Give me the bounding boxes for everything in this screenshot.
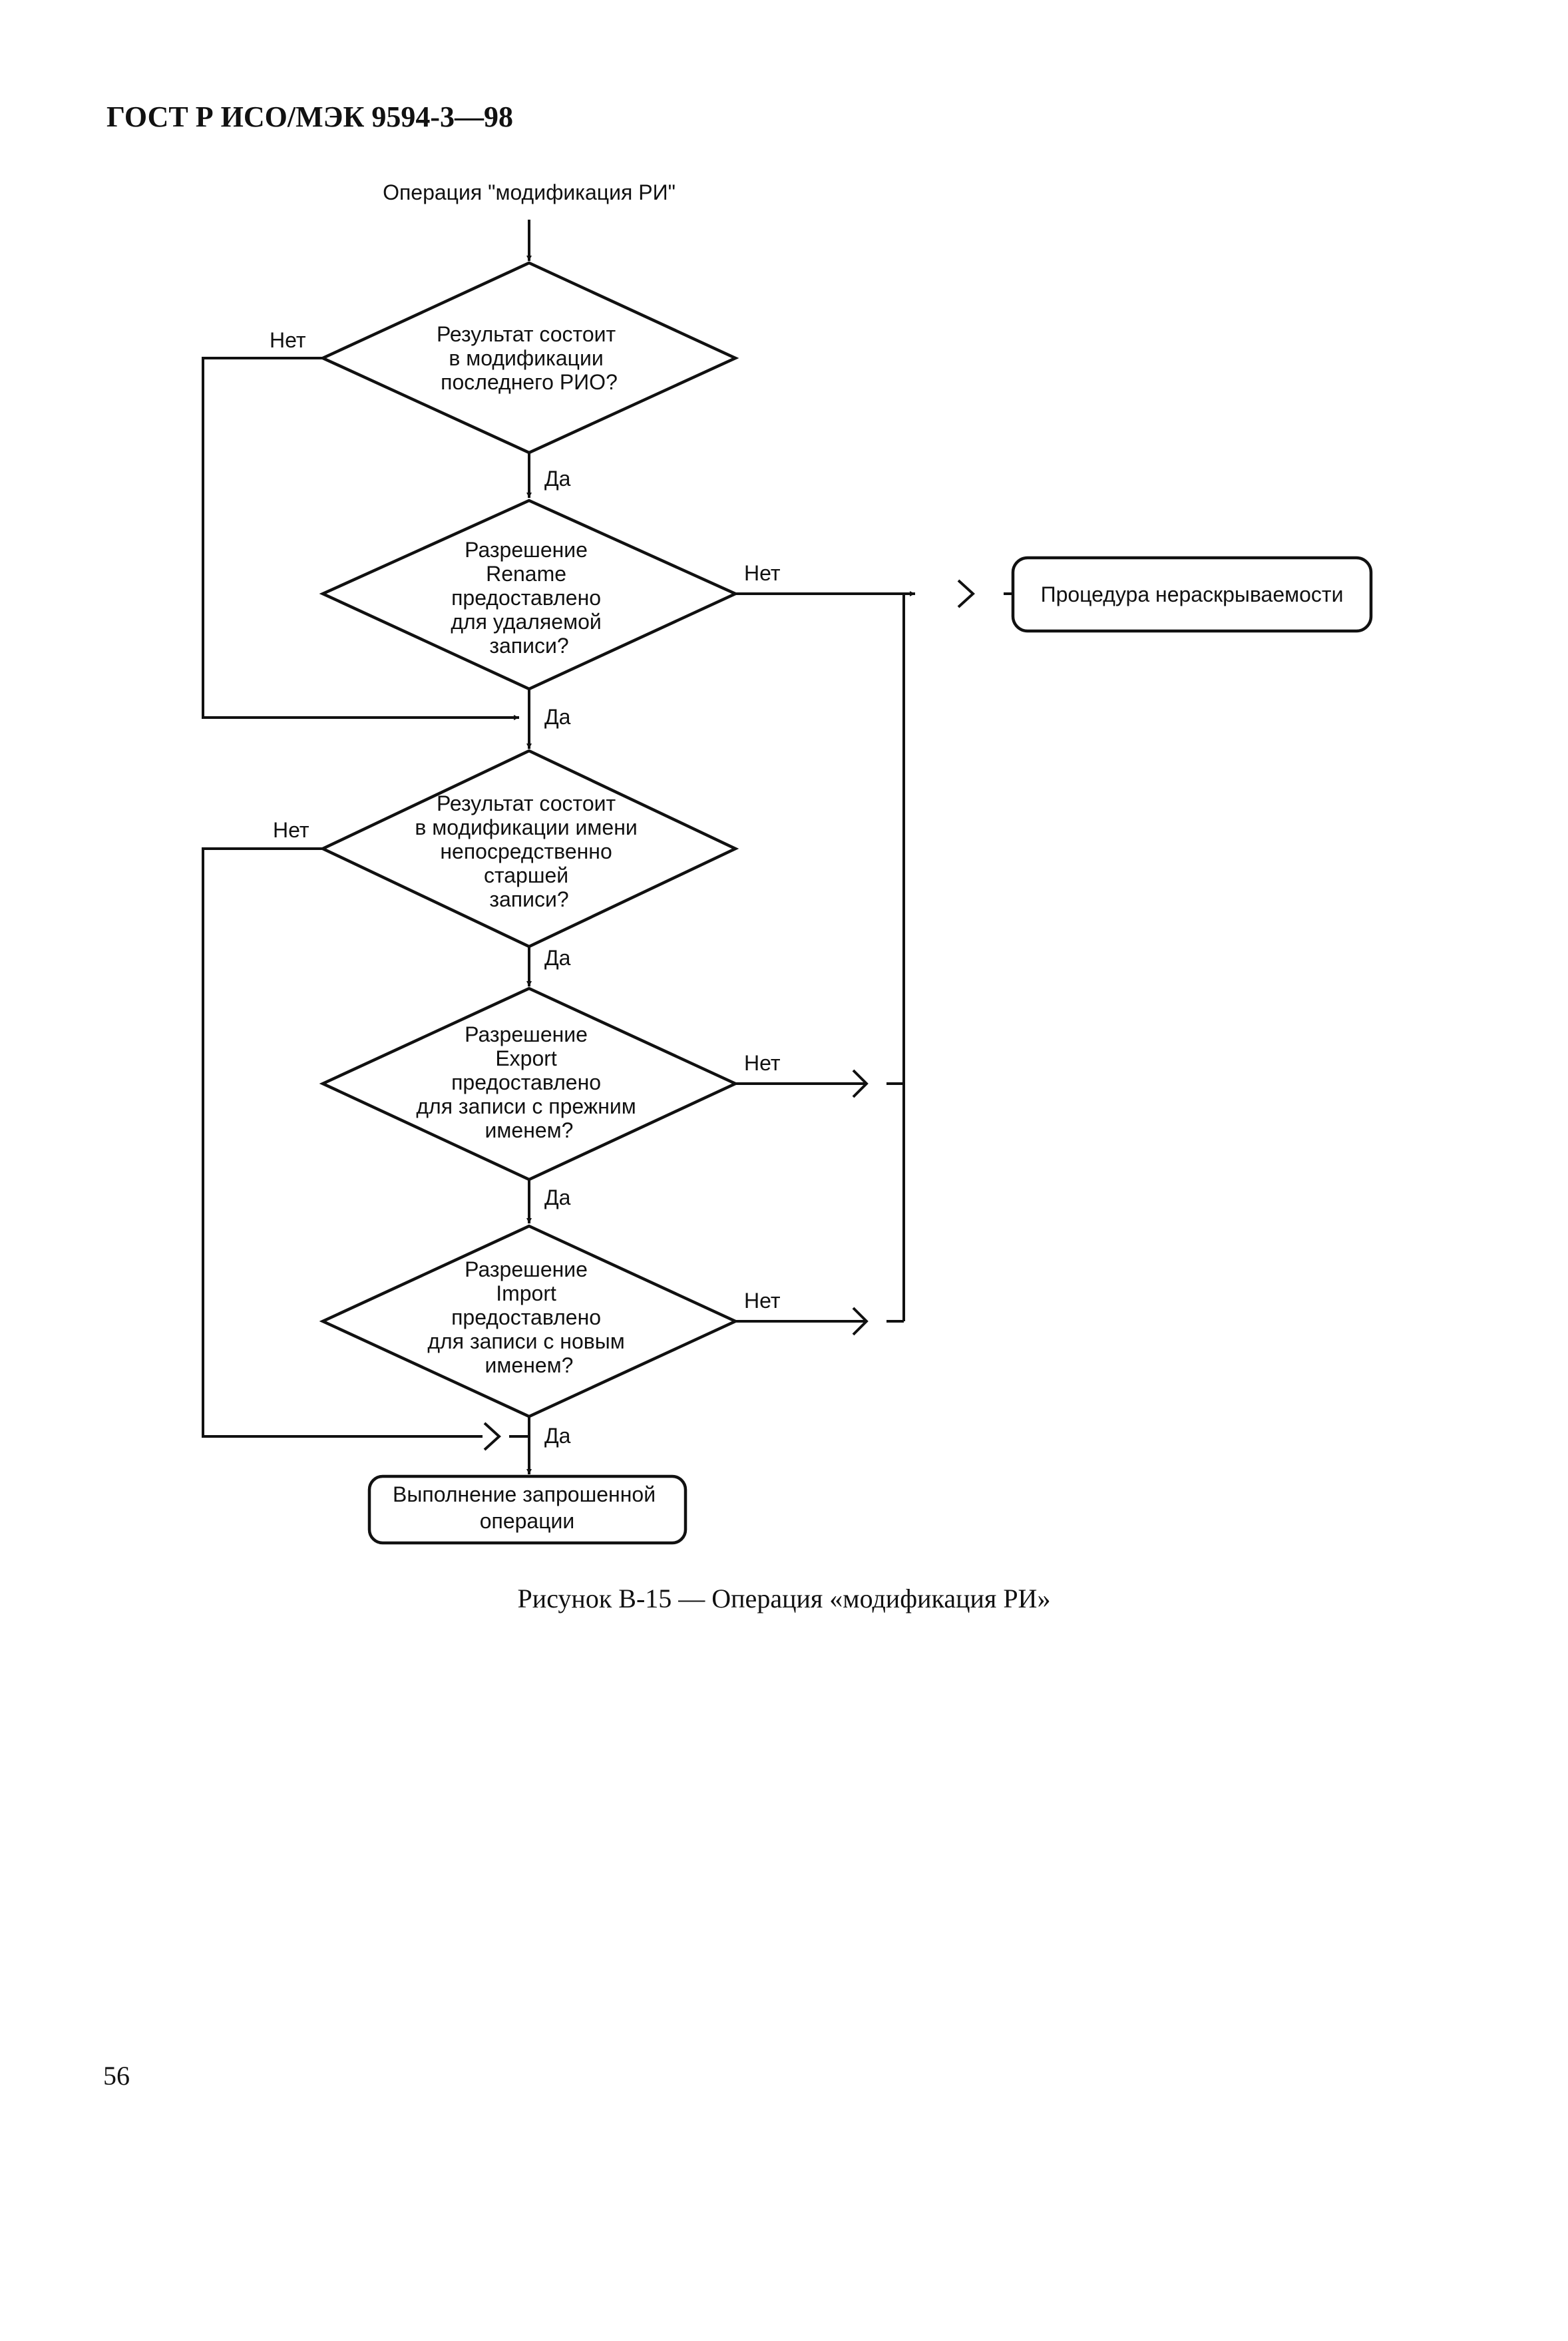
decision-4: Разрешение Export предоставлено для запи… xyxy=(319,986,739,1181)
decision-2-no-label: Нет xyxy=(744,561,781,585)
decision-3-line-1: Результат состоит xyxy=(437,791,616,815)
start-label: Операция "модификация РИ" xyxy=(383,180,676,204)
decision-1-line-3: последнего РИО? xyxy=(441,370,618,394)
decision-1-line-1: Результат состоит xyxy=(437,322,616,346)
decision-5-line-4: для записи с новым xyxy=(427,1329,624,1353)
decision-2-line-4: для удаляемой xyxy=(451,610,601,634)
decision-2-line-3: предоставлено xyxy=(451,586,601,610)
decision-3-yes-label: Да xyxy=(544,946,571,970)
decision-3-line-4: старшей xyxy=(484,863,568,887)
execute-terminal-line-1: Выполнение запрошенной xyxy=(393,1482,656,1506)
execute-terminal-box xyxy=(367,1474,687,1545)
nondisclosure-terminal-text: Процедура нераскрываемости xyxy=(1041,582,1344,606)
nondisclosure-terminal: Процедура нераскрываемости xyxy=(1011,556,1373,633)
nondisclosure-terminal-box xyxy=(1011,556,1373,633)
decision-4-line-4: для записи с прежним xyxy=(416,1094,636,1118)
execute-terminal: Выполнение запрошенной операции xyxy=(367,1474,687,1545)
decision-5-line-1: Разрешение xyxy=(465,1257,588,1281)
decision-1-line-2: в модификации xyxy=(449,346,603,370)
nondisclosure-open-arrow xyxy=(957,579,975,608)
decision-4-yes-label: Да xyxy=(544,1185,571,1209)
decision-5-line-3: предоставлено xyxy=(451,1305,601,1329)
decision-5: Разрешение Import предоставлено для запи… xyxy=(319,1224,739,1418)
execute-terminal-text: Выполнение запрошенной операции xyxy=(393,1482,662,1533)
decision-1-yes-label: Да xyxy=(544,467,571,491)
decision-2: Разрешение Rename предоставлено для удал… xyxy=(319,499,739,691)
flowchart: Операция "модификация РИ" Результат сост… xyxy=(202,180,1373,1545)
decision-3: Результат состоит в модификации имени не… xyxy=(319,749,739,949)
decision-2-line-2: Rename xyxy=(486,562,566,586)
page-number: 56 xyxy=(103,2061,130,2091)
execute-terminal-line-2: операции xyxy=(480,1509,575,1533)
decision-3-line-3: непосредственно xyxy=(440,839,612,863)
decision-4-no-label: Нет xyxy=(744,1051,781,1075)
decision-3-text: Результат состоит в модификации имени не… xyxy=(415,791,643,911)
decision-4-text: Разрешение Export предоставлено для запи… xyxy=(416,1022,642,1142)
decision-5-line-5: именем? xyxy=(485,1353,574,1377)
decision-2-yes-label: Да xyxy=(544,705,571,729)
decision-4-open-arrow xyxy=(852,1069,869,1098)
decision-1: Результат состоит в модификации последне… xyxy=(319,261,739,455)
decision-4-line-5: именем? xyxy=(485,1118,574,1142)
decision-2-text: Разрешение Rename предоставлено для удал… xyxy=(451,538,607,658)
decision-4-line-3: предоставлено xyxy=(451,1070,601,1094)
figure-caption: Рисунок В-15 — Операция «модификация РИ» xyxy=(517,1584,1051,1613)
decision-3-no-label: Нет xyxy=(273,818,309,842)
decision-1-no-label: Нет xyxy=(270,328,306,352)
decision-3-no-connector xyxy=(202,847,483,1438)
decision-2-line-5: записи? xyxy=(489,634,568,658)
decision-3-line-2: в модификации имени xyxy=(415,815,637,839)
decision-5-yes-label: Да xyxy=(544,1424,571,1448)
decision-5-text: Разрешение Import предоставлено для запи… xyxy=(427,1257,630,1377)
decision-5-open-arrow xyxy=(852,1307,869,1336)
decision-2-line-1: Разрешение xyxy=(465,538,588,562)
decision-3-line-5: записи? xyxy=(489,887,568,911)
decision-1-text: Результат состоит в модификации последне… xyxy=(437,322,622,394)
document-header: ГОСТ Р ИСО/МЭК 9594-3—98 xyxy=(106,101,514,133)
decision-4-line-2: Export xyxy=(495,1046,557,1070)
execute-open-arrow xyxy=(483,1422,501,1451)
decision-1-no-connector xyxy=(202,357,519,720)
decision-4-line-1: Разрешение xyxy=(465,1022,588,1046)
decision-5-line-2: Import xyxy=(496,1281,556,1305)
decision-5-no-label: Нет xyxy=(744,1289,781,1313)
